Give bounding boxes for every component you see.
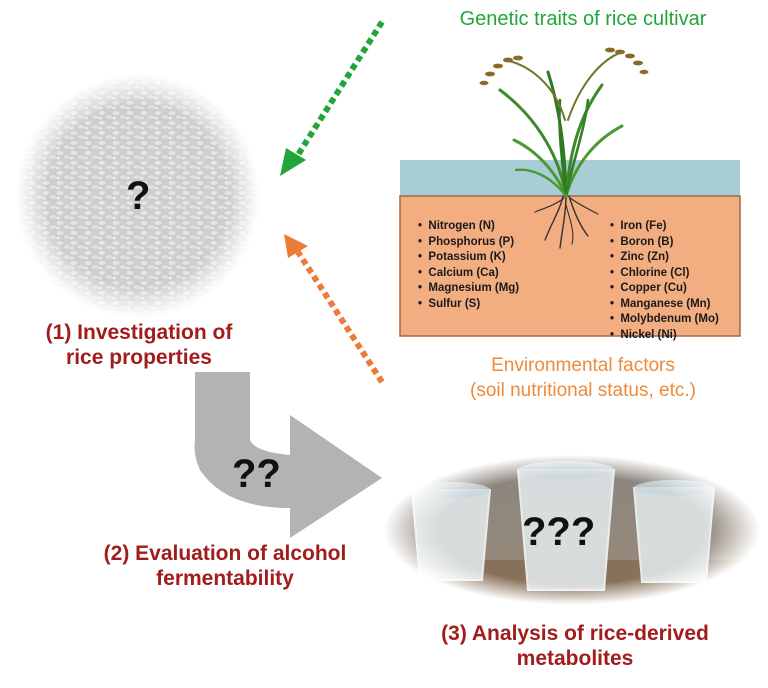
question-mark-fermentation: ?? [232,452,281,496]
step3-line1: (3) Analysis of rice-derived [441,622,709,645]
step2-line1: (2) Evaluation of alcohol [103,542,347,565]
nutrient-item: Calcium (Ca) [418,266,519,282]
step3-title: (3) Analysis of rice-derived metabolites [390,621,760,671]
step1-title: (1) Investigation of rice properties [0,320,278,370]
rice-grains-image [16,74,260,318]
genetic-arrow [280,20,385,176]
step1-line1: (1) Investigation of [45,321,233,344]
genetic-traits-label: Genetic traits of rice cultivar [459,8,707,30]
nutrient-item: Molybdenum (Mo) [610,312,718,328]
step2-title: (2) Evaluation of alcohol fermentability [60,541,390,591]
nutrient-item: Phosphorus (P) [418,235,519,251]
nutrient-item: Copper (Cu) [610,281,719,297]
question-mark-metabolites: ??? [522,510,596,554]
nutrient-item: Zinc (Zn) [610,250,719,266]
nutrient-item: Boron (B) [610,235,719,251]
rice-plant-icon [479,47,649,249]
nutrient-item: Potassium (K) [418,250,519,266]
nutrient-item: Chlorine (Cl) [610,266,719,282]
process-arrow [194,372,382,538]
step2-line2: fermentability [156,567,294,590]
nutrient-list-left: Nitrogen (N) Phosphorus (P) Potassium (K… [418,219,519,312]
environmental-factors-label: Environmental factors (soil nutritional … [398,353,768,403]
nutrient-item: Iron (Fe) [610,219,719,235]
step3-line2: metabolites [516,647,634,670]
glasses-image [380,455,760,605]
env-label-line1: Environmental factors [491,355,675,376]
environment-arrow [284,234,385,384]
nutrient-item: Manganese (Mn) [610,297,719,313]
nutrient-item: Nickel (Ni) [610,328,719,344]
nutrient-item: Nitrogen (N) [418,219,519,235]
nutrient-list-right: Iron (Fe) Boron (B) Zinc (Zn) Chlorine (… [610,219,719,344]
nutrient-item: Magnesium (Mg) [418,281,519,297]
question-mark-rice: ? [126,174,151,218]
step1-line2: rice properties [66,346,212,369]
nutrient-item: Sulfur (S) [418,297,519,313]
env-label-line2: (soil nutritional status, etc.) [470,380,696,401]
